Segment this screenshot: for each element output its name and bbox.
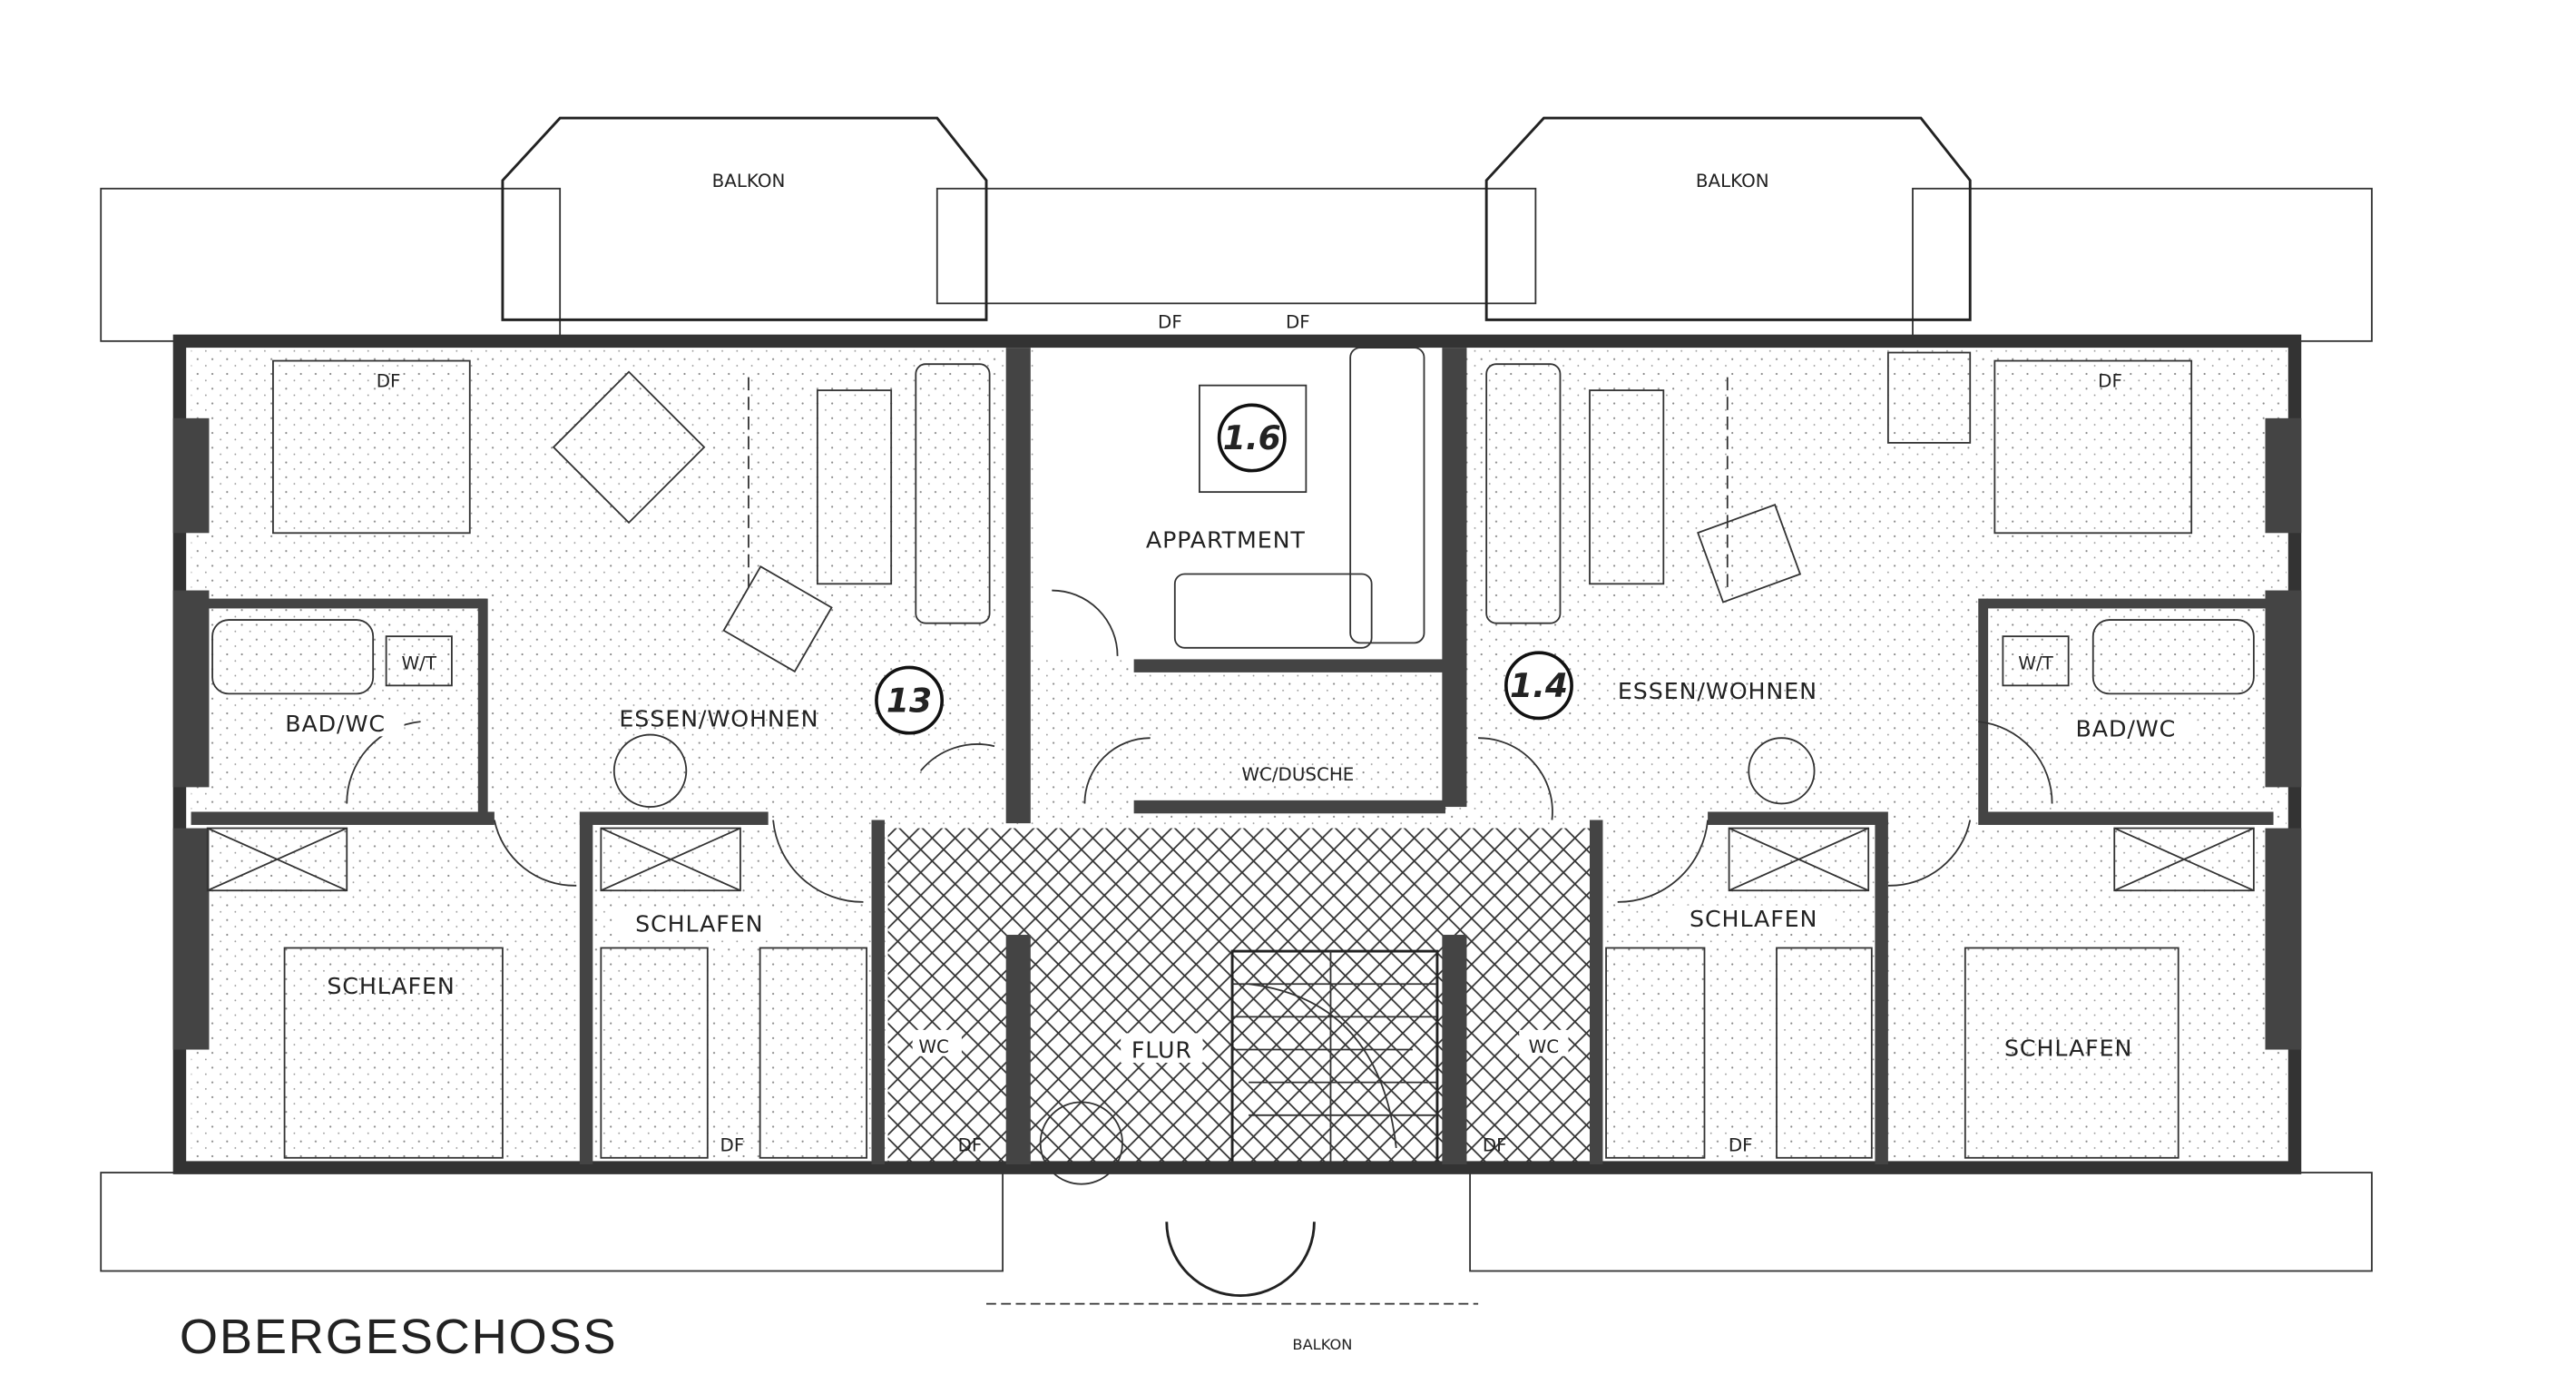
room-label-shower: WC/DUSCHE [1241, 764, 1354, 785]
unit-left: 13 ESSEN/WOHNEN BAD/WC W/T SCHLAFEN SCHL… [272, 635, 945, 999]
balcony-left-label: BALKON [712, 171, 786, 191]
washer-label: W/T [2018, 653, 2053, 673]
doors [346, 589, 2053, 903]
washer-label: W/T [402, 653, 437, 673]
room-label-living: ESSEN/WOHNEN [1618, 678, 1817, 704]
unit-center: 1.6 APPARTMENT WC/DUSCHE [1146, 403, 1354, 785]
room-label-wc: WC [918, 1036, 949, 1057]
room-label-bedroom: SCHLAFEN [1690, 906, 1817, 932]
df-label: DF [958, 1135, 983, 1156]
balcony-left: BALKON [501, 116, 988, 321]
room-label-bedroom: SCHLAFEN [327, 973, 455, 999]
unit-right: 1.4 ESSEN/WOHNEN BAD/WC W/T SCHLAFEN SCH… [1504, 635, 2192, 1062]
roof-top-center [935, 187, 1537, 305]
staircase [1232, 951, 1437, 1165]
unit-number: 13 [886, 681, 932, 720]
room-label-living: ESSEN/WOHNEN [619, 706, 818, 732]
room-label-appartment: APPARTMENT [1146, 527, 1306, 554]
df-label: DF [1286, 311, 1310, 332]
df-label: DF [1483, 1135, 1507, 1156]
balcony-bottom: BALKON [986, 1222, 1479, 1353]
df-label: DF [2098, 370, 2122, 391]
df-label: DF [1729, 1135, 1753, 1156]
room-label-wc: WC [1529, 1036, 1560, 1057]
interior-walls [191, 348, 2274, 1165]
room-label-bath: BAD/WC [285, 711, 386, 737]
room-label-hall: FLUR [1131, 1037, 1192, 1064]
room-label-bedroom: SCHLAFEN [2004, 1036, 2132, 1062]
balcony-right-label: BALKON [1696, 171, 1769, 191]
common-areas: FLUR WC WC [912, 1029, 1569, 1064]
df-label: DF [720, 1135, 745, 1156]
df-label: DF [1158, 311, 1182, 332]
room-label-bath: BAD/WC [2076, 715, 2177, 741]
unit-number: 1.6 [1223, 418, 1281, 457]
roof-top-left [100, 187, 562, 342]
balcony-right: BALKON [1484, 116, 1972, 321]
balcony-bottom-label: BALKON [1292, 1336, 1352, 1353]
outer-walls [172, 334, 2302, 1174]
room-label-bedroom: SCHLAFEN [635, 910, 763, 937]
unit-number: 1.4 [1510, 666, 1568, 705]
df-label: DF [377, 370, 401, 391]
furniture [206, 347, 2255, 1185]
skylights: DF DF DF DF DF DF DF DF [377, 311, 2122, 1155]
roof-bottom-left [100, 1172, 1004, 1272]
roof-top-right [1912, 187, 2373, 342]
floor-title: OBERGESCHOSS [180, 1310, 618, 1364]
roof-bottom-right [1469, 1172, 2373, 1272]
